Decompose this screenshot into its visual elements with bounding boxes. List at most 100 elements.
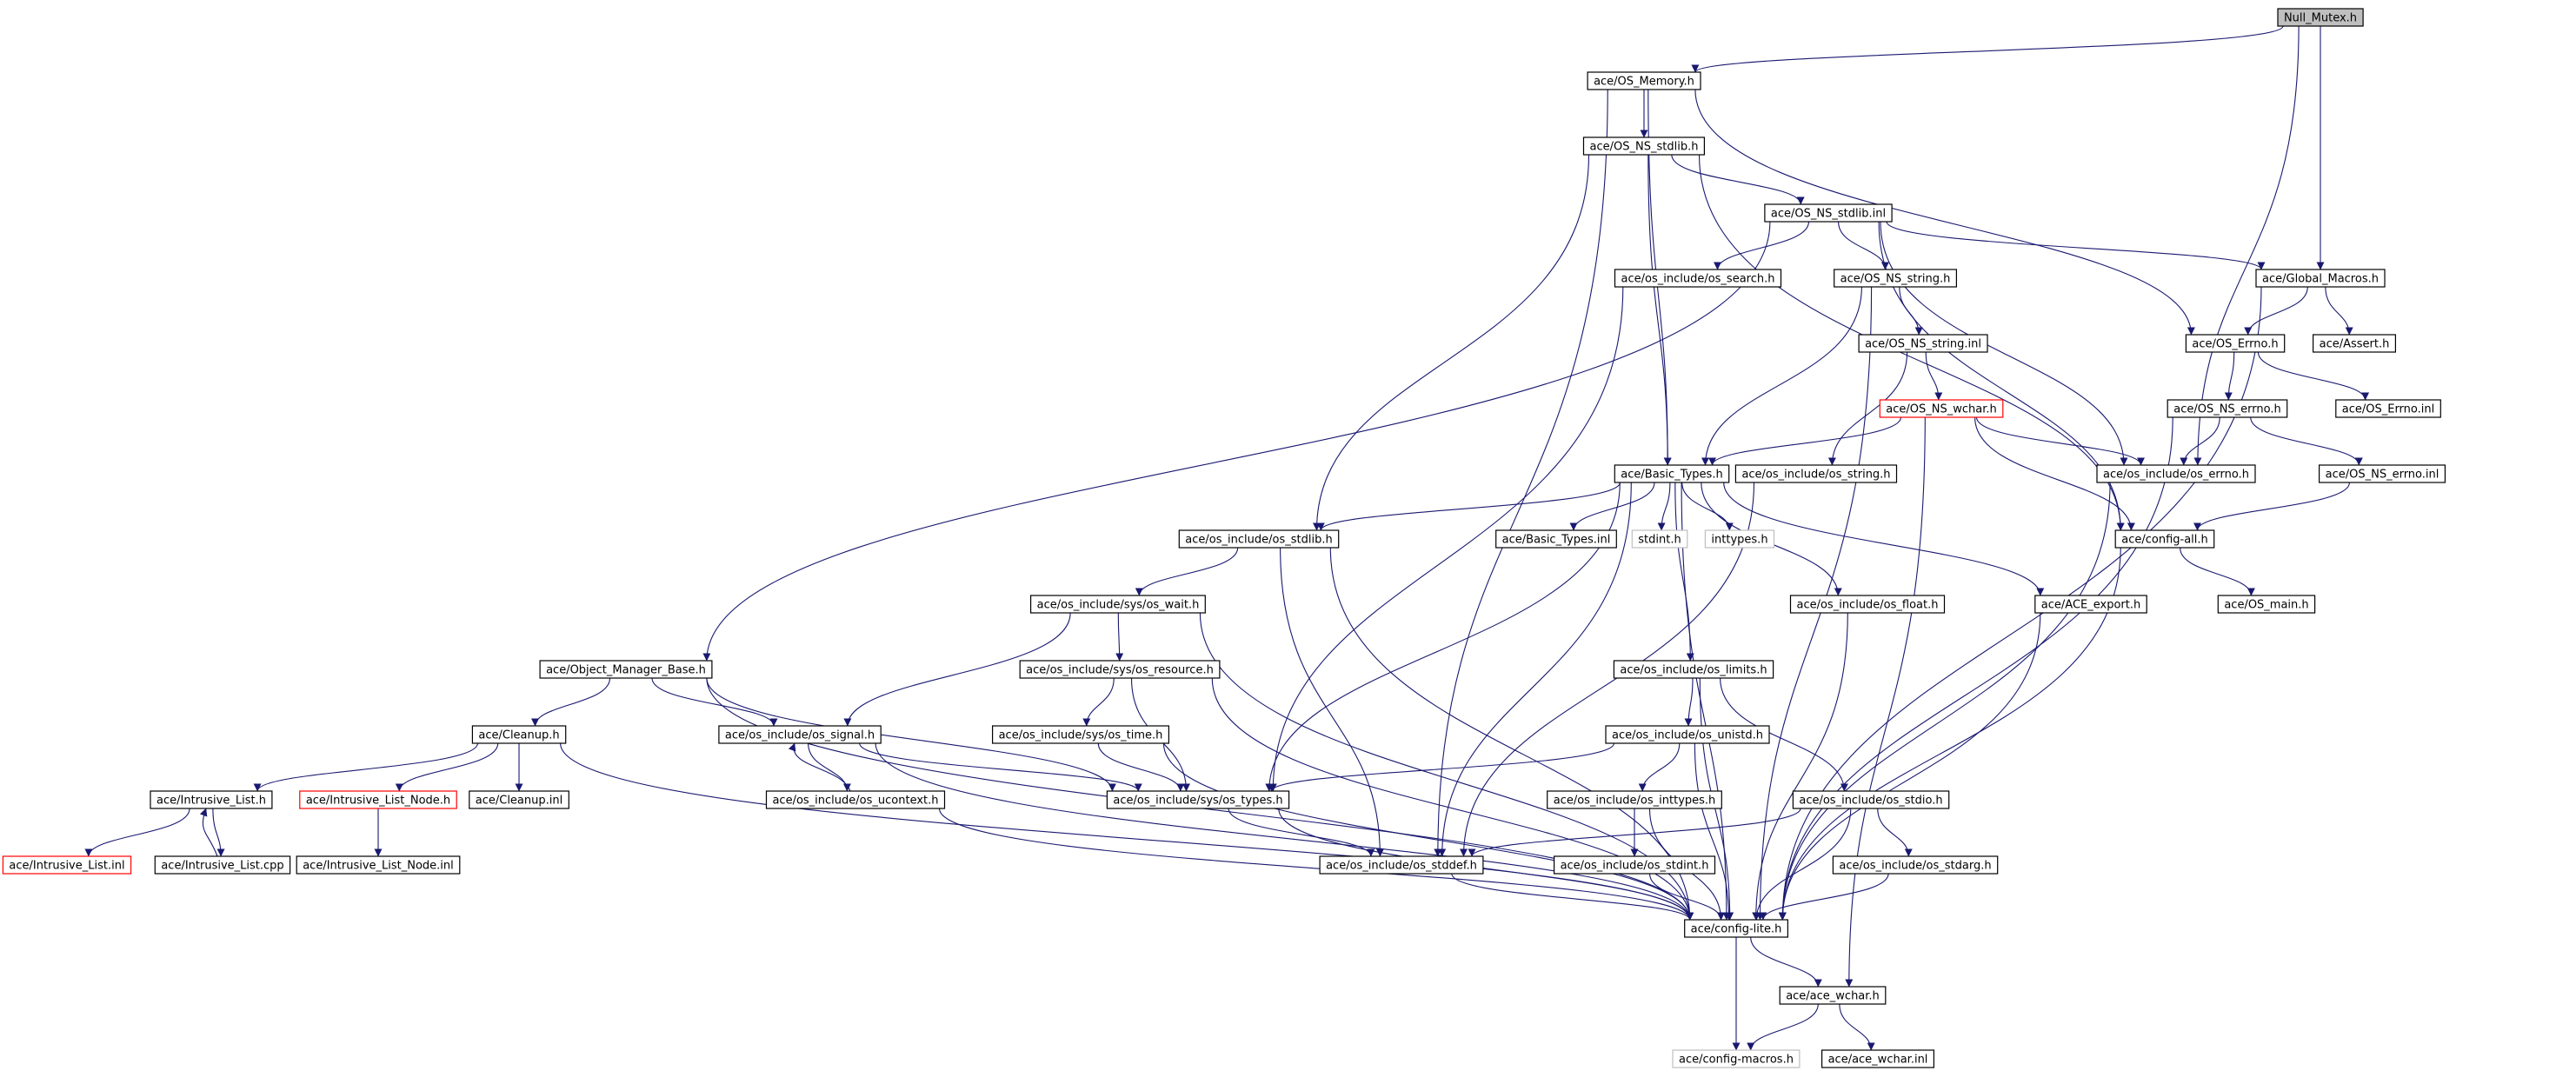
node-intrusive-list-h[interactable]: ace/Intrusive_List.h — [150, 790, 273, 809]
node-os-types[interactable]: ace/os_include/sys/os_types.h — [1106, 790, 1290, 809]
edge-os-ns-wchar-h-to-ace-wchar-h — [1845, 416, 1926, 988]
edge-os-memory-to-os-stddef — [1434, 89, 1608, 857]
node-ace-wchar-inl[interactable]: ace/ace_wchar.inl — [1821, 1049, 1935, 1068]
node-box — [2114, 529, 2215, 549]
node-intrusive-list-cpp[interactable]: ace/Intrusive_List.cpp — [154, 855, 291, 875]
edge-os-types-to-config-lite — [1278, 808, 1694, 921]
edge-os-ns-errno-h-to-os-include-errno — [2180, 416, 2220, 466]
node-intrusive-list-inl[interactable]: ace/Intrusive_List.inl — [2, 855, 132, 875]
edge-os-ns-wchar-h-to-config-all — [1974, 416, 2135, 531]
edge-config-all-to-config-lite — [1778, 547, 2121, 921]
node-label: ace/OS_NS_string.h — [1840, 273, 1951, 286]
edge-os-wait-to-os-signal — [843, 612, 1071, 727]
node-os-errno-h[interactable]: ace/OS_Errno.h — [2185, 334, 2286, 353]
node-label: ace/config-all.h — [2121, 534, 2208, 547]
node-box — [1631, 529, 1688, 549]
node-os-signal[interactable]: ace/os_include/os_signal.h — [718, 725, 882, 744]
node-os-unistd[interactable]: ace/os_include/os_unistd.h — [1605, 725, 1770, 744]
node-config-all[interactable]: ace/config-all.h — [2114, 529, 2215, 549]
node-os-ns-string-inl[interactable]: ace/OS_NS_string.inl — [1858, 334, 1988, 353]
node-os-resource[interactable]: ace/os_include/sys/os_resource.h — [1019, 660, 1221, 679]
node-label: ace/os_include/os_search.h — [1621, 273, 1775, 286]
node-cleanup-inl[interactable]: ace/Cleanup.inl — [469, 790, 569, 809]
node-assert-h[interactable]: ace/Assert.h — [2313, 334, 2397, 353]
node-os-search[interactable]: ace/os_include/os_search.h — [1614, 269, 1782, 288]
node-label: ace/Basic_Types.h — [1621, 469, 1722, 482]
node-os-memory[interactable]: ace/OS_Memory.h — [1587, 71, 1701, 90]
node-object-manager-base[interactable]: ace/Object_Manager_Base.h — [539, 660, 713, 679]
node-box — [1178, 529, 1340, 549]
edge-basic-types-h-to-os-stddef — [1438, 482, 1632, 857]
node-box — [471, 725, 567, 744]
node-os-limits[interactable]: ace/os_include/os_limits.h — [1613, 660, 1774, 679]
node-os-ns-wchar-h[interactable]: ace/OS_NS_wchar.h — [1879, 399, 2004, 418]
node-cleanup-h[interactable]: ace/Cleanup.h — [471, 725, 567, 744]
node-os-string-h[interactable]: ace/os_include/os_string.h — [1734, 464, 1898, 483]
node-label: ace/OS_main.h — [2224, 599, 2308, 612]
edge-object-manager-base-to-os-types — [706, 677, 1116, 792]
node-box — [469, 790, 569, 809]
node-ace-wchar-h[interactable]: ace/ace_wchar.h — [1779, 986, 1887, 1005]
edge-basic-types-h-to-os-stdlib-h — [1316, 482, 1621, 531]
node-os-ns-stdlib-inl[interactable]: ace/OS_NS_stdlib.inl — [1764, 203, 1893, 223]
node-label: ace/os_include/os_signal.h — [725, 729, 875, 742]
node-os-stdint[interactable]: ace/os_include/os_stdint.h — [1553, 855, 1716, 875]
edge-cleanup-h-to-intrusive-list-h — [253, 742, 478, 792]
node-os-main[interactable]: ace/OS_main.h — [2217, 595, 2316, 614]
edge-os-search-to-os-types — [1268, 286, 1624, 792]
node-stdint-h[interactable]: stdint.h — [1631, 529, 1688, 549]
edge-global-macros-to-assert-h — [2325, 286, 2353, 336]
node-inttypes-h[interactable]: inttypes.h — [1704, 529, 1775, 549]
node-os-errno-inl[interactable]: ace/OS_Errno.inl — [2335, 399, 2441, 418]
node-label: ace/Intrusive_List.cpp — [161, 860, 283, 873]
node-label: ace/Intrusive_List.h — [156, 795, 266, 808]
node-global-macros[interactable]: ace/Global_Macros.h — [2255, 269, 2386, 288]
node-os-float[interactable]: ace/os_include/os_float.h — [1789, 595, 1946, 614]
edge-ace-export-to-config-lite — [1778, 612, 2041, 921]
node-label: Null_Mutex.h — [2284, 12, 2357, 25]
node-box — [1614, 269, 1782, 288]
edge-os-ucontext-to-config-lite — [938, 808, 1694, 921]
node-box — [1734, 464, 1898, 483]
node-basic-types-inl[interactable]: ace/Basic_Types.inl — [1495, 529, 1617, 549]
node-os-ns-string-h[interactable]: ace/OS_NS_string.h — [1834, 269, 1957, 288]
node-config-lite[interactable]: ace/config-lite.h — [1684, 919, 1788, 938]
node-box — [150, 790, 273, 809]
node-intrusive-list-node-h[interactable]: ace/Intrusive_List_Node.h — [299, 790, 457, 809]
edge-basic-types-h-to-stdint-h — [1657, 482, 1671, 531]
node-os-ns-errno-inl[interactable]: ace/OS_NS_errno.inl — [2319, 464, 2446, 483]
node-label: ace/os_include/sys/os_time.h — [999, 729, 1163, 742]
node-os-time[interactable]: ace/os_include/sys/os_time.h — [991, 725, 1169, 744]
node-os-ns-stdlib-h[interactable]: ace/OS_NS_stdlib.h — [1582, 136, 1705, 156]
edge-ace-wchar-h-to-ace-wchar-inl — [1839, 1003, 1875, 1051]
node-os-include-errno[interactable]: ace/os_include/os_errno.h — [2096, 464, 2256, 483]
node-box — [718, 725, 882, 744]
node-os-ns-errno-h[interactable]: ace/OS_NS_errno.h — [2167, 399, 2288, 418]
node-box — [539, 660, 713, 679]
node-os-stdio[interactable]: ace/os_include/os_stdio.h — [1792, 790, 1950, 809]
node-os-wait[interactable]: ace/os_include/sys/os_wait.h — [1029, 595, 1206, 614]
node-os-inttypes[interactable]: ace/os_include/os_inttypes.h — [1547, 790, 1722, 809]
node-box — [1547, 790, 1722, 809]
node-label: ace/OS_Errno.h — [2192, 338, 2278, 351]
node-box — [299, 790, 457, 809]
node-config-macros[interactable]: ace/config-macros.h — [1672, 1049, 1801, 1068]
node-os-stdarg[interactable]: ace/os_include/os_stdarg.h — [1832, 855, 1999, 875]
node-label: ace/os_include/os_stddef.h — [1326, 860, 1477, 873]
node-label: ace/config-lite.h — [1691, 923, 1782, 936]
node-label: ace/Assert.h — [2320, 338, 2390, 351]
node-box — [2313, 334, 2397, 353]
edge-os-stddef-to-config-lite — [1451, 873, 1694, 921]
node-label: ace/os_include/os_limits.h — [1620, 664, 1767, 677]
node-os-stddef[interactable]: ace/os_include/os_stddef.h — [1319, 855, 1484, 875]
edge-os-ns-string-h-to-basic-types-h — [1701, 286, 1862, 466]
node-ace-export[interactable]: ace/ACE_export.h — [2034, 595, 2147, 614]
node-os-ucontext[interactable]: ace/os_include/os_ucontext.h — [765, 790, 946, 809]
node-intrusive-list-node-inl[interactable]: ace/Intrusive_List_Node.inl — [296, 855, 461, 875]
node-box — [1029, 595, 1206, 614]
edge-os-ns-wchar-h-to-basic-types-h — [1708, 416, 1902, 466]
node-os-stdlib-h[interactable]: ace/os_include/os_stdlib.h — [1178, 529, 1340, 549]
node-basic-types-h[interactable]: ace/Basic_Types.h — [1614, 464, 1730, 483]
node-null-mutex[interactable]: Null_Mutex.h — [2277, 8, 2364, 27]
node-box — [1019, 660, 1221, 679]
